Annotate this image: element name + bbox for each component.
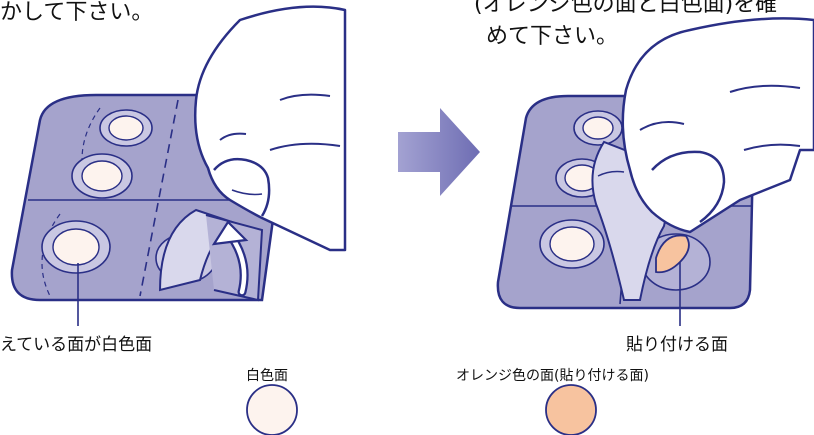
left-pocket-bottom [41,220,111,274]
right-hand [621,17,814,234]
right-callout-label: 貼り付ける面 [626,335,728,355]
left-callout-label: えている面が白色面 [0,335,153,355]
white-face-label: 白色面 [246,368,288,384]
white-face-swatch [246,384,298,435]
orange-tab [655,234,690,274]
right-pocket-top [573,110,623,146]
orange-face-label: オレンジ色の面(貼り付ける面) [456,368,649,384]
right-instruction-line2: めて下さい。 [486,24,619,49]
right-pocket-bottom [539,219,605,269]
curved-peel-arrow-icon [211,220,249,297]
left-instruction-fragment: かして下さい。 [0,0,154,25]
right-instruction-line1: (オレンジ色の面と白色面)を確 [474,0,778,17]
orange-face-swatch [545,384,597,435]
left-hand [193,5,347,252]
left-pocket-middle [71,153,133,199]
left-pocket-top [99,109,153,147]
next-step-arrow-icon [398,108,480,196]
